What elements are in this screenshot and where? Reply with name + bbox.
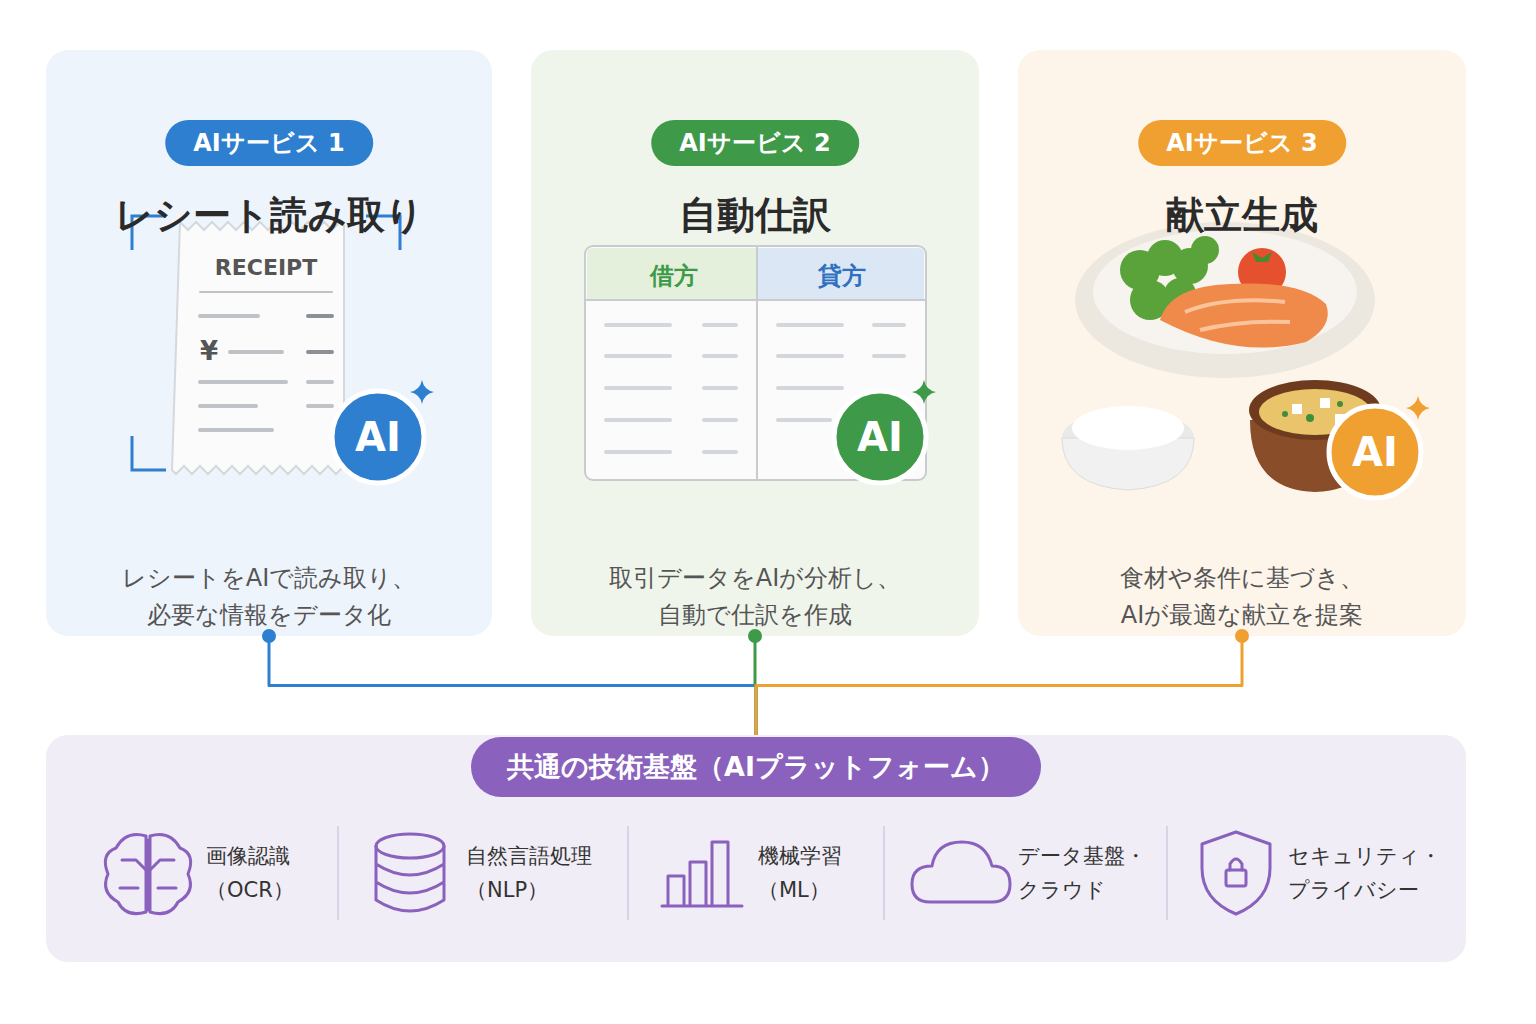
- card-heading: 献立生成: [1018, 190, 1466, 241]
- connector-line: [755, 636, 756, 735]
- service-pill: AIサービス 1: [165, 120, 373, 166]
- receipt-title: RECEIPT: [215, 250, 317, 285]
- tech-label: 画像認識 （OCR）: [206, 840, 294, 907]
- scan-bracket: [132, 216, 400, 470]
- service-pill: AIサービス 2: [651, 120, 859, 166]
- sparkle: [1406, 396, 1430, 420]
- card-description: レシートをAIで読み取り、 必要な情報をデータ化: [122, 560, 417, 634]
- ai-badge-text: AI: [857, 405, 903, 469]
- ledger-illustration: [585, 246, 936, 483]
- card-description: 取引データをAIが分析し、 自動で仕訳を作成: [609, 560, 902, 634]
- service-pill: AIサービス 3: [1138, 120, 1346, 166]
- ai-badge-text: AI: [355, 405, 401, 469]
- tech-label: 機械学習 （ML）: [758, 840, 842, 907]
- service-card: レシート読み取りレシートをAIで読み取り、 必要な情報をデータ化 AIサービス 1: [46, 50, 492, 636]
- brain-icon: [105, 835, 190, 914]
- pill-label: AIサービス 1: [193, 128, 345, 158]
- sparkle: [410, 380, 434, 404]
- meal-illustration: [1062, 222, 1430, 498]
- ai-badge-text: AI: [1352, 420, 1398, 484]
- receipt-lines: [200, 292, 332, 430]
- shield-icon: [1202, 832, 1270, 914]
- credit-header: 貸方: [818, 257, 866, 295]
- platform-title: 共通の技術基盤（AIプラットフォーム）: [471, 737, 1041, 797]
- connector-line: [756, 636, 1242, 735]
- pill-label: AIサービス 3: [1166, 128, 1318, 158]
- tech-label: セキュリティ・ プライバシー: [1288, 840, 1441, 907]
- card-description: 食材や条件に基づき、 AIが最適な献立を提案: [1120, 560, 1364, 634]
- connector-line: [269, 636, 756, 735]
- receipt-illustration: [132, 216, 434, 483]
- divider-lines: [338, 826, 1167, 920]
- connector-dot: [1235, 629, 1249, 643]
- service-card: 献立生成食材や条件に基づき、 AIが最適な献立を提案 AIサービス 3: [1018, 50, 1466, 636]
- tech-label: 自然言語処理 （NLP）: [466, 840, 592, 907]
- service-card: 自動仕訳取引データをAIが分析し、 自動で仕訳を作成 AIサービス 2: [531, 50, 979, 636]
- receipt-paper: [172, 222, 344, 474]
- card-heading: レシート読み取り: [46, 190, 492, 241]
- tech-icons: [105, 832, 1270, 914]
- tech-label: データ基盤・ クラウド: [1018, 840, 1146, 907]
- brain-circuit: [120, 840, 176, 910]
- card-heading: 自動仕訳: [531, 190, 979, 241]
- connector-dot: [748, 629, 762, 643]
- connector-dot: [262, 629, 276, 643]
- yen-sign: ¥: [200, 331, 218, 373]
- ai-badge: [332, 391, 424, 483]
- ai-badge: [834, 391, 926, 483]
- debit-header: 借方: [650, 257, 698, 295]
- cloud-icon: [912, 842, 1010, 902]
- database-icon: [376, 834, 444, 858]
- bar-chart-icon: [662, 842, 742, 906]
- ai-badge: [1329, 406, 1421, 498]
- sparkle: [912, 380, 936, 404]
- pill-label: AIサービス 2: [679, 128, 831, 158]
